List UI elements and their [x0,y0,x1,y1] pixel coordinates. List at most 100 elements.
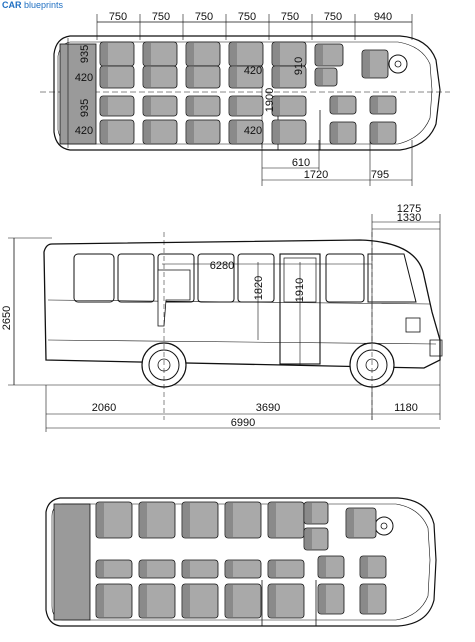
top-view-seats [99,41,397,145]
seat-floor-10-backrest [226,503,233,537]
pitch-label-6: 750 [324,11,342,23]
inner-label-420-upper: 420 [244,65,262,77]
seat-floor-7-backrest [183,503,190,537]
seat-top-4 [99,119,135,145]
seat-top-19 [271,95,307,117]
seat-top-11 [185,95,221,117]
seat-top-10 [185,65,221,89]
seat-floor-1 [95,501,133,539]
seat-floor-14 [267,559,305,579]
seat-top-18-backrest [273,67,280,87]
seat-top-20 [271,119,307,145]
seat-floor-15 [267,583,305,619]
interior-height-1820: 1820 [253,276,265,300]
seat-top-17-backrest [273,43,280,65]
seat-top-5-backrest [144,43,151,65]
seat-top-7-backrest [144,97,151,115]
dim-1180: 1180 [394,402,418,414]
dim-795: 795 [371,169,389,181]
seat-top-19-backrest [273,97,280,115]
seat-top-3-backrest [101,97,108,115]
seat-floor-14-backrest [269,561,276,577]
seat-top-3 [99,95,135,117]
seat-floor-19-backrest [319,585,326,613]
seat-top-15 [228,95,264,117]
seat-top-12 [185,119,221,145]
pitch-label-4: 750 [238,11,256,23]
inner-label-910: 910 [293,57,305,75]
vertical-label-2: 420 [75,72,93,84]
seat-floor-4-backrest [140,503,147,537]
seat-floor-11 [224,559,262,579]
dim-610: 610 [292,157,310,169]
seat-floor-21-backrest [361,585,368,613]
seat-floor-7 [181,501,219,539]
dim-2060: 2060 [92,402,116,414]
seat-floor-driver-backrest [347,509,354,537]
brand-logo: CAR blueprints [2,0,63,11]
seat-top-13-backrest [230,43,237,65]
floor-view-seats [95,501,387,619]
seat-top-14-backrest [230,67,237,87]
floor-view [45,497,437,627]
seat-top-23-backrest [331,97,338,113]
seat-top-20-backrest [273,121,280,143]
seat-floor-3 [95,583,133,619]
top-view [40,14,450,186]
seat-floor-10 [224,501,262,539]
seat-top-18 [271,65,307,89]
seat-floor-1-backrest [97,503,104,537]
dim-6990: 6990 [231,417,255,429]
seat-floor-3-backrest [97,585,104,617]
seat-floor-13-backrest [269,503,276,537]
seat-top-11-backrest [187,97,194,115]
inner-label-420-lower: 420 [244,125,262,137]
seat-top-8 [142,119,178,145]
seat-top-12-backrest [187,121,194,143]
pitch-label-7: 940 [374,11,392,23]
seat-floor-4 [138,501,176,539]
overhang-1330: 1330 [397,212,421,224]
inner-label-1900: 1900 [264,88,276,112]
seat-floor-5-backrest [140,561,147,577]
seat-top-10-backrest [187,67,194,87]
dim-1720: 1720 [304,169,328,181]
seat-top-15-backrest [230,97,237,115]
seat-top-21-backrest [316,45,323,65]
pitch-label-3: 750 [195,11,213,23]
seat-top-driver-backrest [363,51,370,77]
seat-top-1-backrest [101,43,108,65]
seat-floor-2-backrest [97,561,104,577]
seat-floor-17-backrest [305,529,312,549]
seat-top-4-backrest [101,121,108,143]
seat-top-26-backrest [371,123,378,143]
seat-top-16 [228,119,264,145]
pitch-label-5: 750 [281,11,299,23]
height-2650: 2650 [1,306,13,330]
vertical-label-3: 935 [79,99,91,117]
seat-top-8-backrest [144,121,151,143]
seat-floor-11-backrest [226,561,233,577]
seat-top-2-backrest [101,67,108,87]
brand-blueprints: blueprints [24,0,64,10]
seat-floor-15-backrest [269,585,276,617]
vertical-label-4: 420 [75,125,93,137]
seat-top-7 [142,95,178,117]
dim-3690: 3690 [256,402,280,414]
seat-floor-12-backrest [226,585,233,617]
vertical-label-1: 935 [79,45,91,63]
seat-top-14 [228,65,264,89]
seat-top-6-backrest [144,67,151,87]
seat-floor-20-backrest [361,557,368,577]
side-view [8,214,443,432]
seat-floor-12 [224,583,262,619]
seat-top-6 [142,65,178,89]
seat-top-16-backrest [230,121,237,143]
interior-length-6280: 6280 [210,260,234,272]
pitch-label-2: 750 [152,11,170,23]
seat-top-2 [99,65,135,89]
seat-floor-9-backrest [183,585,190,617]
seat-floor-8-backrest [183,561,190,577]
